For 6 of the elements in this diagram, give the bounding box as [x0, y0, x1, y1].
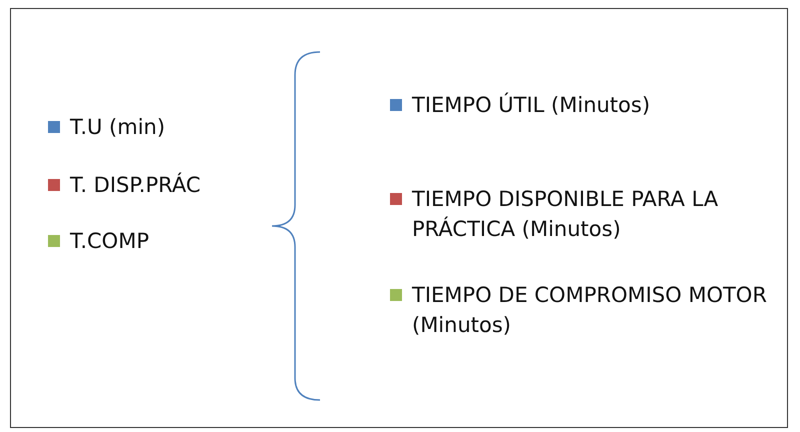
legend-label: TIEMPO DISPONIBLE PARA LA PRÁCTICA (Minutos): [412, 186, 720, 243]
legend-label: TIEMPO DE COMPROMISO MOTOR (Minutos): [412, 282, 768, 339]
legend-label: T. DISP.PRÁC: [70, 172, 201, 199]
legend-label: TIEMPO ÚTIL (Minutos): [412, 92, 650, 119]
legend-label: T.U (min): [70, 114, 166, 141]
legend-label: T.COMP: [70, 228, 149, 255]
